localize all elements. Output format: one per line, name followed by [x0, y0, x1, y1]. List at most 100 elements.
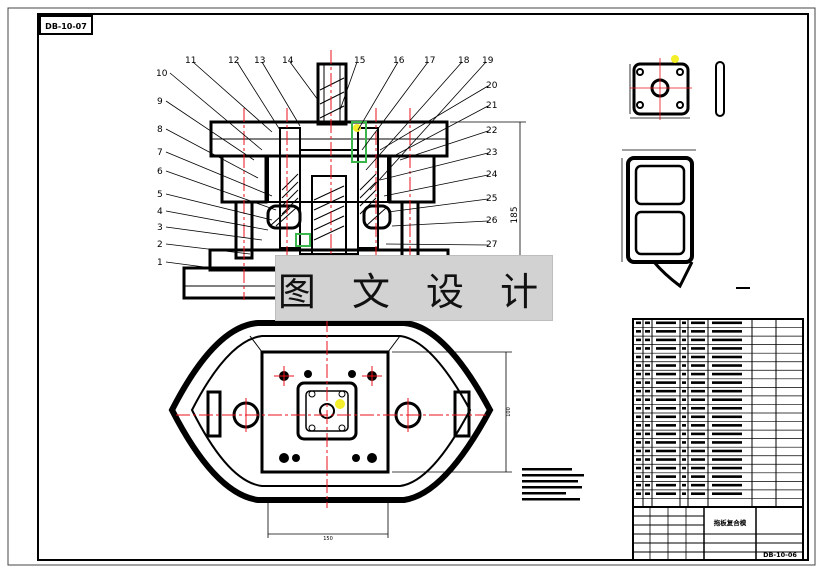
part-view-top	[629, 61, 725, 119]
bom-cell-mark	[656, 338, 676, 342]
part-number: 21	[486, 101, 497, 111]
bom-cell-mark	[656, 355, 676, 359]
bom-cell-mark	[656, 347, 676, 350]
watermark-text: 图 文 设 计	[277, 269, 551, 314]
part-number: 8	[157, 125, 163, 135]
bom-cell-mark	[656, 475, 676, 478]
part-numbers-right: 20 21 22 23 24 25 26 27	[486, 81, 498, 250]
part-number: 25	[486, 194, 497, 204]
bom-cell-mark	[636, 492, 641, 496]
bom-cell-mark	[712, 321, 742, 325]
part-number: 22	[486, 126, 497, 136]
bom-cell-mark	[691, 338, 705, 342]
bom-cell-mark	[645, 466, 650, 470]
title-block-drawing-no: DB-10-06	[763, 551, 797, 559]
bom-cell-mark	[682, 398, 686, 402]
bom-cell-mark	[691, 441, 705, 444]
guide-housing-right	[388, 154, 436, 204]
part-number: 20	[486, 81, 498, 91]
highlight-green-2	[295, 233, 311, 247]
bom-cell-mark	[691, 330, 705, 333]
part-number: 1	[157, 258, 163, 268]
bom-cell-mark	[712, 355, 742, 359]
drawing-code-box	[39, 15, 93, 35]
bom-cell-mark	[682, 330, 686, 333]
bom-cell-mark	[645, 406, 650, 410]
bom-cell-mark	[645, 424, 650, 427]
highlight-green-1	[351, 121, 367, 163]
bom-cell-mark	[656, 441, 676, 444]
bom-cell-mark	[712, 338, 742, 342]
small-mark	[736, 287, 750, 289]
bom-cell-mark	[712, 432, 742, 436]
bom-cell-mark	[691, 449, 705, 453]
bom-cell-mark	[656, 330, 676, 333]
bom-cell-mark	[656, 449, 676, 453]
bom-cell-mark	[691, 372, 705, 376]
bom-cell-mark	[636, 415, 641, 419]
bom-cell-mark	[645, 347, 650, 350]
bom-cell-mark	[712, 389, 742, 393]
bom-cell-mark	[682, 338, 686, 342]
plan-view	[168, 320, 494, 503]
part-number: 3	[157, 223, 163, 233]
bom-cell-mark	[691, 475, 705, 478]
highlight-yellow-1	[353, 124, 361, 132]
bom-cell-mark	[636, 389, 641, 393]
bom-cell-mark	[636, 347, 641, 350]
bom-cell-mark	[636, 330, 641, 333]
bom-cell-mark	[636, 372, 641, 376]
part-number: 11	[185, 56, 196, 66]
part-numbers-top: 12 13 14 15 16 17 18 19	[228, 56, 494, 66]
bom-cell-mark	[682, 389, 686, 393]
bom-cell-mark	[645, 338, 650, 342]
die-block	[260, 350, 390, 474]
bom-cell-mark	[656, 389, 676, 393]
bom-cell-mark	[656, 466, 676, 470]
bom-cell-mark	[645, 441, 650, 444]
bom-cell-mark	[691, 492, 705, 496]
plan-width-value: 150	[323, 536, 333, 542]
part-number: 23	[486, 148, 497, 158]
part-number: 7	[157, 148, 163, 158]
bom-cell-mark	[656, 406, 676, 410]
bom-cell-mark	[682, 406, 686, 410]
bom-cell-mark	[712, 364, 742, 367]
plan-dimensions	[267, 351, 512, 538]
bom-cell-mark	[682, 415, 686, 419]
bom-cell-mark	[691, 347, 705, 350]
bom-cell-mark	[636, 441, 641, 444]
inner-border	[37, 13, 809, 561]
plan-height-value: 100	[506, 407, 512, 417]
bom-cell-mark	[682, 475, 686, 478]
part-number: 4	[157, 207, 163, 217]
centerlines-plan	[176, 318, 486, 508]
title-block-name: 拖板复合模	[714, 518, 747, 527]
bom-cell-mark	[656, 415, 676, 419]
part-number: 5	[157, 190, 163, 200]
bom-cell-mark	[636, 338, 641, 342]
leader-lines	[165, 61, 489, 269]
part-view-side	[621, 149, 696, 289]
bom-cell-mark	[691, 321, 705, 325]
outer-border	[7, 7, 816, 566]
bom-cell-mark	[691, 424, 705, 427]
bom-cell-mark	[712, 458, 742, 461]
bom-cell-mark	[712, 449, 742, 453]
bom-cell-mark	[691, 432, 705, 436]
bom-cell-mark	[636, 449, 641, 453]
highlight-yellow-3	[671, 55, 679, 63]
bom-cell-mark	[645, 364, 650, 367]
bom-cell-mark	[636, 458, 641, 461]
height-dimension-value: 185	[510, 206, 520, 223]
part-number: 6	[157, 167, 163, 177]
bom-cell-mark	[645, 449, 650, 453]
bom-cell-mark	[636, 398, 641, 402]
bom-cell-mark	[712, 492, 742, 496]
bom-cell-mark	[712, 381, 742, 384]
bom-cell-mark	[682, 347, 686, 350]
part-number: 13	[254, 56, 265, 66]
bom-cell-mark	[682, 492, 686, 496]
bom-cell-mark	[645, 475, 650, 478]
part-number: 12	[228, 56, 239, 66]
